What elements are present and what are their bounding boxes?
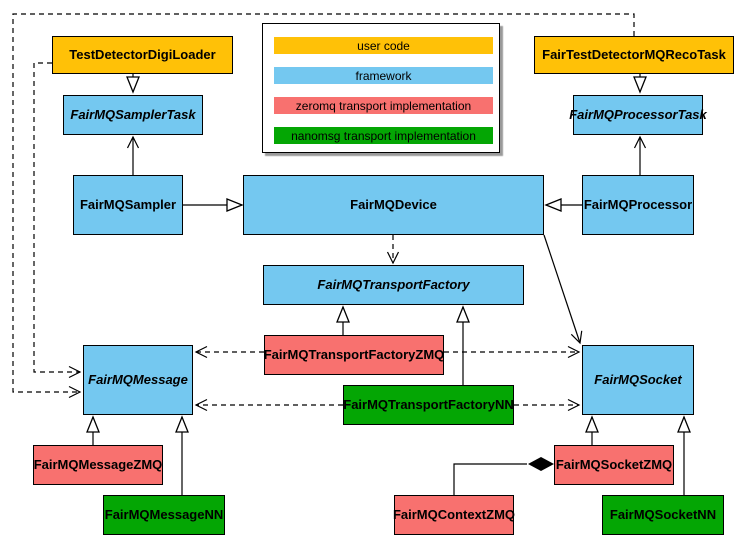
- edge-device-socket: [543, 234, 583, 345]
- composition-diamond: [528, 457, 554, 471]
- node-fairmqsocketnn: FairMQSocketNN: [602, 495, 724, 535]
- legend-item-framework: framework: [274, 67, 493, 84]
- node-fairmqsampler: FairMQSampler: [73, 175, 183, 235]
- legend-item-nanomsg: nanomsg transport implementation: [274, 127, 493, 144]
- node-fairmqmessagezmq: FairMQMessageZMQ: [33, 445, 163, 485]
- node-fairmqmessage: FairMQMessage: [83, 345, 193, 415]
- legend-item-zeromq: zeromq transport implementation: [274, 97, 493, 114]
- node-fairmqcontextzmq: FairMQContextZMQ: [393, 495, 515, 535]
- node-testdetectordigiloader: TestDetectorDigiLoader: [52, 36, 233, 74]
- legend: user code framework zeromq transport imp…: [262, 23, 500, 153]
- node-fairmqtransportfactoryzmq: FairMQTransportFactoryZMQ: [264, 335, 444, 375]
- node-fairmqsocketzmq: FairMQSocketZMQ: [554, 445, 674, 485]
- legend-item-user-code: user code: [274, 37, 493, 54]
- node-fairmqmessagenn: FairMQMessageNN: [103, 495, 225, 535]
- node-fairmqsocket: FairMQSocket: [582, 345, 694, 415]
- node-fairtestdetectormqrecotask: FairTestDetectorMQRecoTask: [534, 36, 734, 74]
- node-fairmqtransportfactorynn: FairMQTransportFactoryNN: [343, 385, 514, 425]
- node-fairmqprocessortask: FairMQProcessorTask: [569, 95, 707, 135]
- node-fairmqsamplertask: FairMQSamplerTask: [63, 95, 203, 135]
- node-fairmqtransportfactory: FairMQTransportFactory: [263, 265, 524, 305]
- node-fairmqdevice: FairMQDevice: [243, 175, 544, 235]
- edge-contextzmq-socketzmq: [453, 463, 527, 495]
- node-fairmqprocessor: FairMQProcessor: [582, 175, 694, 235]
